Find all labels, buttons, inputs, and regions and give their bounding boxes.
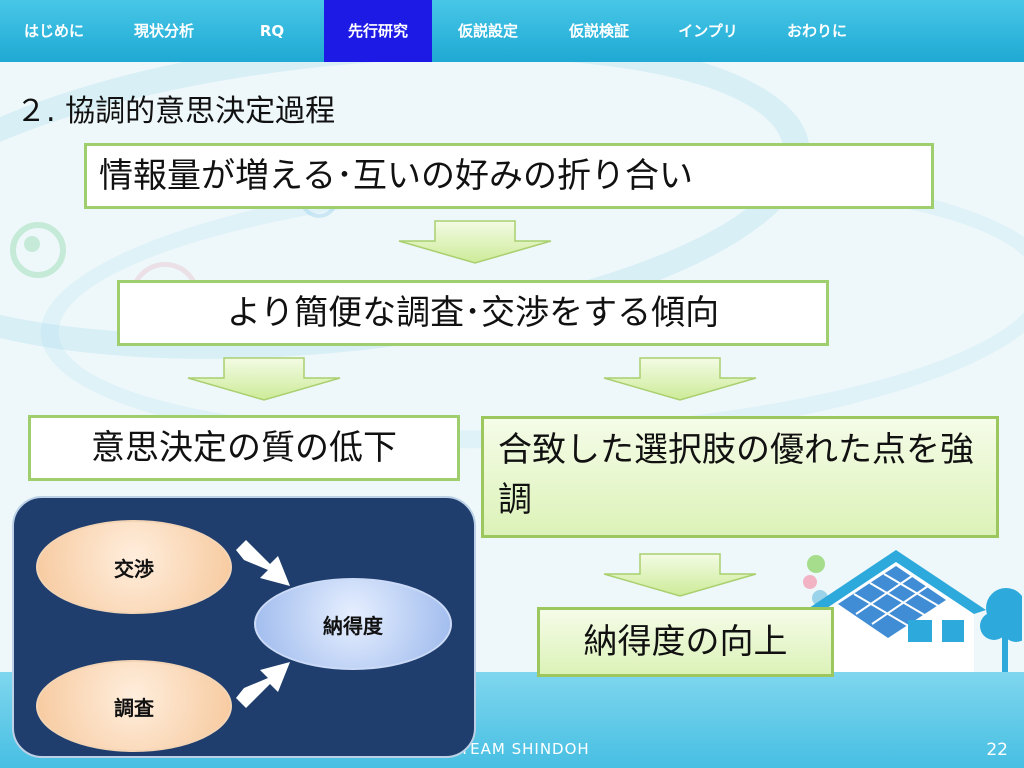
- background-circle: [10, 222, 66, 278]
- arrow-right-down-icon: [236, 540, 290, 586]
- down-arrow-icon: [603, 357, 757, 401]
- arrow-right-up-icon: [236, 662, 290, 708]
- survey-ellipse: 調査: [36, 660, 232, 752]
- tab-prior-research[interactable]: 先行研究: [324, 0, 432, 62]
- survey-label: 調査: [114, 695, 154, 720]
- tab-hypothesis-setting[interactable]: 仮説設定: [457, 22, 518, 40]
- tab-implication[interactable]: インプリ: [678, 22, 738, 40]
- page-number: 22: [986, 740, 1008, 760]
- negotiation-label: 交渉: [114, 556, 154, 581]
- tab-hajimeni[interactable]: はじめに: [23, 22, 84, 40]
- down-arrow-icon: [603, 553, 757, 597]
- tab-rq[interactable]: RQ: [259, 22, 285, 40]
- flow-box-quality-decline: 意思決定の質の低下: [28, 415, 460, 481]
- down-arrow-icon: [187, 357, 341, 401]
- flow-box-emphasize-strengths: 合致した選択肢の優れた点を強調: [481, 416, 999, 538]
- down-arrow-icon: [398, 220, 552, 264]
- flow-box-text: 情報量が増える･互いの好みの折り合い: [99, 156, 693, 196]
- flow-box-text: 意思決定の質の低下: [91, 428, 397, 468]
- flow-box-text: 納得度の向上: [583, 622, 788, 662]
- house-solar-panel-icon: [803, 550, 1022, 672]
- flow-box-simple-survey: より簡便な調査･交渉をする傾向: [117, 280, 829, 346]
- negotiation-ellipse: 交渉: [36, 520, 232, 614]
- tab-conclusion[interactable]: おわりに: [786, 22, 847, 40]
- tab-current-analysis[interactable]: 現状分析: [133, 22, 194, 40]
- satisfaction-label: 納得度: [323, 613, 383, 638]
- footer-team-name: TEAM SHINDOH: [460, 740, 590, 758]
- tab-hypothesis-verification[interactable]: 仮説検証: [568, 22, 629, 40]
- flow-box-info-increase: 情報量が増える･互いの好みの折り合い: [84, 143, 934, 209]
- satisfaction-ellipse: 納得度: [254, 578, 452, 670]
- flow-box-text: 合致した選択肢の優れた点を強調: [498, 430, 974, 520]
- navigation-bar: はじめに 現状分析 RQ 先行研究 仮説設定 仮説検証 インプリ おわりに: [0, 0, 1024, 62]
- flow-box-text: より簡便な調査･交渉をする傾向: [226, 293, 720, 333]
- background-circle: [24, 236, 40, 252]
- slide-title: ２. 協調的意思決定過程: [16, 94, 336, 129]
- flow-box-satisfaction-up: 納得度の向上: [537, 607, 834, 677]
